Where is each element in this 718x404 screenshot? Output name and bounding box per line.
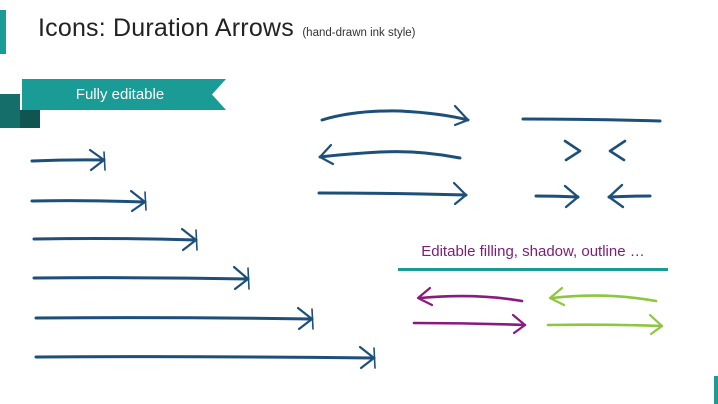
title-text: Icons: Duration Arrows — [38, 14, 294, 42]
duration-arrow-1 — [30, 148, 106, 172]
chevron-right-icon — [563, 139, 582, 162]
duration-arrow-5 — [34, 306, 314, 331]
section-caption: Editable filling, shadow, outline … — [421, 243, 645, 260]
lime-left-arrow — [548, 286, 658, 307]
converge-set — [521, 117, 662, 209]
lime-right-arrow — [546, 313, 664, 336]
duration-arrow-set — [30, 148, 376, 370]
right-arrow-straight — [317, 181, 468, 206]
slide-edge-marker — [0, 10, 6, 54]
ribbon-banner — [0, 79, 226, 128]
banner-label: Fully editable — [75, 86, 165, 103]
purple-right-arrow — [412, 313, 527, 335]
page-title: Icons: Duration Arrows (hand-drawn ink s… — [38, 14, 415, 43]
curved-arrow-set — [317, 104, 470, 206]
corner-accent — [714, 376, 718, 404]
right-arrow-curved — [320, 104, 470, 127]
duration-arrow-2 — [30, 189, 147, 213]
duration-arrow-4 — [32, 265, 250, 291]
end-bar-line — [521, 117, 662, 123]
colored-arrow-set — [412, 286, 664, 336]
left-arrow-curved — [318, 143, 462, 166]
converging-right-arrow — [534, 184, 580, 209]
duration-arrow-6 — [34, 345, 376, 370]
chevron-left-icon — [608, 139, 627, 162]
duration-arrow-3 — [32, 227, 198, 252]
title-note: (hand-drawn ink style) — [302, 27, 416, 39]
purple-left-arrow — [416, 286, 524, 307]
section-divider — [398, 268, 668, 271]
converging-left-arrow — [607, 183, 652, 209]
